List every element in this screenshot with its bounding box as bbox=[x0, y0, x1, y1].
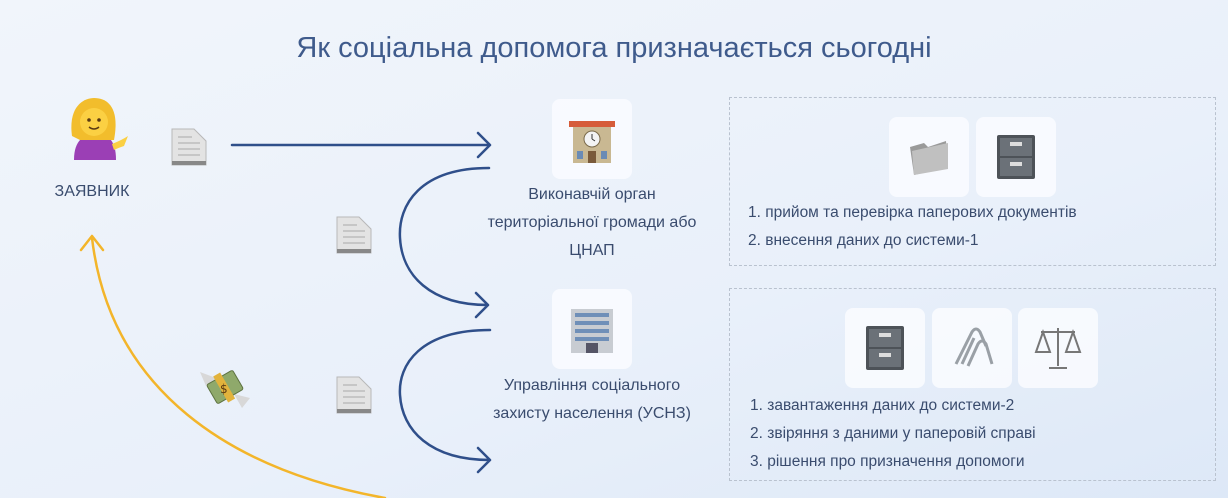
paperclips-icon bbox=[932, 308, 1012, 388]
usnz-label: Управління соціального захисту населення… bbox=[462, 372, 722, 428]
document-icon bbox=[170, 127, 210, 172]
process-box-cnap bbox=[729, 97, 1216, 266]
usnz-label-line: захисту населення (УСНЗ) bbox=[493, 405, 691, 422]
process-step: 3. рішення про призначення допомоги bbox=[750, 453, 1025, 470]
document-icon bbox=[335, 215, 375, 260]
process-step: 2. звіряння з даними у паперовій справі bbox=[750, 425, 1036, 442]
arrow-payment-to-applicant bbox=[79, 234, 387, 498]
cnap-label-line: ЦНАП bbox=[569, 242, 615, 259]
person-tipping-hand-icon bbox=[62, 96, 128, 167]
file-cabinet-icon bbox=[845, 308, 925, 388]
process-step: 1. прийом та перевірка паперових докумен… bbox=[748, 204, 1077, 221]
cnap-label-line: Виконавчій орган bbox=[528, 186, 656, 203]
folder-icon bbox=[889, 117, 969, 197]
arrow-usnz-loop bbox=[398, 328, 492, 474]
government-building-icon bbox=[552, 289, 632, 369]
office-building-icon bbox=[552, 99, 632, 179]
page-title: Як соціальна допомога призначається сьог… bbox=[296, 32, 932, 64]
process-step: 2. внесення даних до системи-1 bbox=[748, 232, 979, 249]
process-box-usnz bbox=[729, 288, 1216, 481]
cnap-label: Виконавчій орган територіальної громади … bbox=[462, 181, 722, 265]
process-step: 1. завантаження даних до системи-2 bbox=[750, 397, 1015, 414]
usnz-label-line: Управління соціального bbox=[503, 377, 681, 394]
applicant-label: ЗАЯВНИК bbox=[54, 183, 130, 200]
money-with-wings-icon: $ bbox=[198, 364, 252, 417]
arrow-cnap-to-usnz bbox=[398, 166, 491, 319]
scales-icon bbox=[1018, 308, 1098, 388]
cnap-label-line: територіальної громади або bbox=[487, 214, 697, 231]
document-icon bbox=[335, 375, 375, 420]
arrow-applicant-to-cnap bbox=[230, 131, 492, 159]
file-cabinet-icon bbox=[976, 117, 1056, 197]
svg-text:$: $ bbox=[220, 382, 228, 396]
